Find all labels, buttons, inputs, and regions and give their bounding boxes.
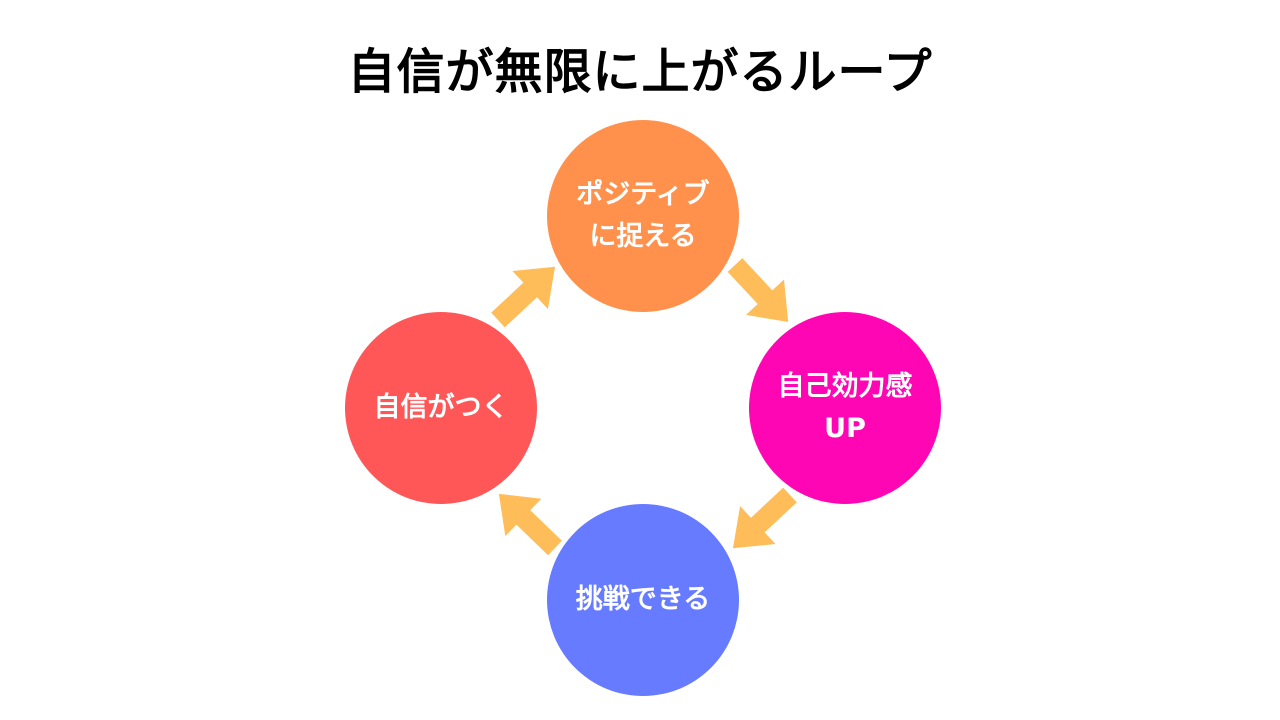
node-positive: ポジティブ に捉える bbox=[547, 120, 739, 312]
node-label: 挑戦できる bbox=[575, 584, 711, 615]
node-label: に捉える bbox=[589, 221, 697, 252]
node-label: 自信がつく bbox=[373, 392, 509, 423]
node-label: ポジティブ bbox=[576, 179, 710, 210]
node-challenge: 挑戦できる bbox=[547, 504, 739, 696]
diagram-title: 自信が無限に上がるループ bbox=[347, 44, 933, 100]
node-self-efficacy: 自己効力感 UP bbox=[749, 312, 941, 504]
node-confidence: 自信がつく bbox=[345, 312, 537, 504]
node-label: 自己効力感 bbox=[777, 371, 913, 402]
node-label: UP bbox=[824, 413, 866, 444]
